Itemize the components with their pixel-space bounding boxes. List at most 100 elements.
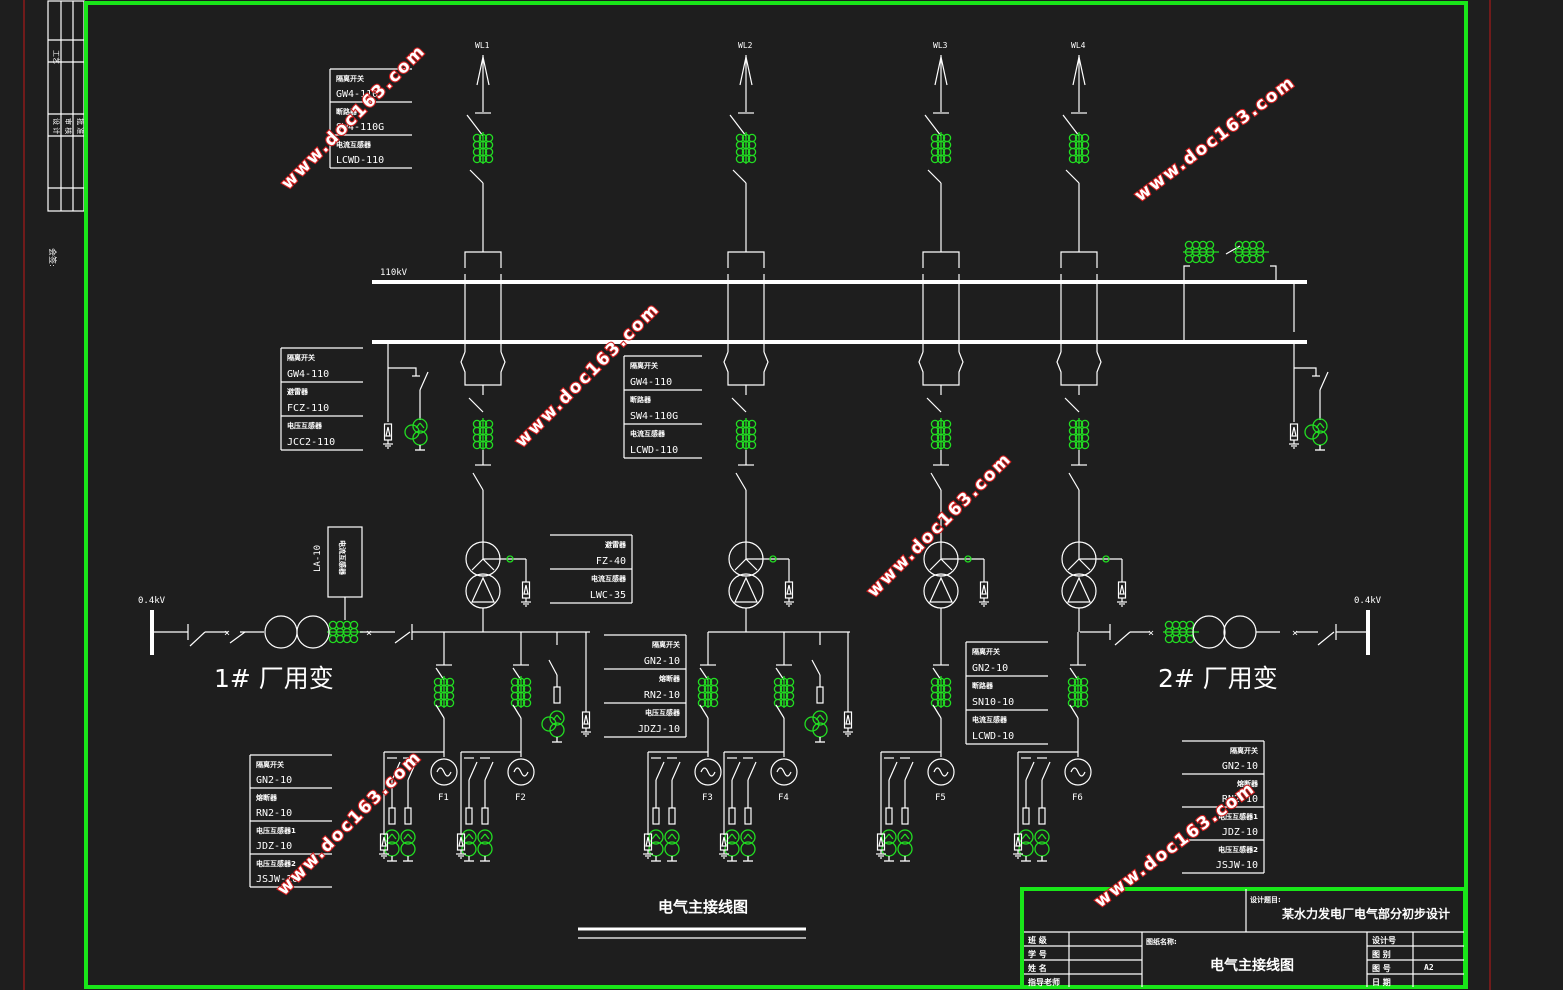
generator-icon (694, 758, 722, 786)
equipment-table-gen-pt-right: 隔离开关GN2-10熔断器RN2-10电压互感器1JDZ-10电压互感器2JSJ… (1182, 740, 1265, 874)
generator-unit-6: F6 (1013, 632, 1092, 862)
bus-coupler (1183, 240, 1277, 282)
bus-110kv-label: 110kV (380, 268, 408, 278)
current-transformer-icon (735, 418, 757, 450)
fuse-icon (465, 807, 473, 825)
equipment-model: GN2-10 (972, 663, 1008, 674)
equipment-label: 隔离开关 (336, 74, 364, 83)
generator-icon (770, 758, 798, 786)
equipment-model: SW4-110G (630, 411, 678, 422)
equipment-label: 电流互感器 (972, 715, 1008, 724)
fuse-icon (728, 807, 736, 825)
aux2-voltage-label: 0.4kV (1354, 596, 1382, 606)
surge-arrester-icon (643, 833, 653, 859)
generator-label: F6 (1072, 793, 1083, 803)
svg-text:×: × (1292, 628, 1298, 639)
equipment-model: GN2-10 (1222, 761, 1258, 772)
aux2-name-label: 2# 厂用变 (1158, 664, 1278, 693)
equipment-label: 隔离开关 (256, 760, 284, 769)
generator-unit-3: F3 (643, 632, 722, 862)
svg-text:×: × (366, 628, 372, 639)
generator-icon (1064, 758, 1092, 786)
drawing-no-value: A2 (1424, 963, 1434, 972)
voltage-transformer-icon (881, 829, 897, 862)
equipment-label: 电流互感器 (591, 574, 627, 583)
side-label-design: 设 计 (52, 118, 61, 134)
voltage-transformer-icon (1018, 829, 1034, 862)
voltage-transformer-icon (648, 829, 664, 862)
aux1-voltage-label: 0.4kV (138, 596, 166, 606)
main-transformer-icon (465, 541, 501, 609)
watermark: www.doc163.com (277, 41, 430, 194)
fuse-icon (901, 807, 909, 825)
generator-label: F2 (515, 793, 526, 803)
generator-label: F4 (778, 793, 789, 803)
row-name: 姓 名 (1027, 963, 1047, 973)
fuse-icon (481, 807, 489, 825)
feeder-3: WL3 (918, 41, 989, 632)
current-transformer-icon (1068, 418, 1090, 450)
equipment-model: LWC-35 (590, 590, 626, 601)
voltage-transformer-icon (1312, 418, 1328, 451)
equipment-label: 电压互感器 (287, 421, 323, 430)
equipment-model: GW4-110 (287, 369, 329, 380)
equipment-model: GW4-110 (630, 377, 672, 388)
surge-arrester-icon (383, 423, 393, 449)
generator-unit-2: F2 (456, 632, 535, 862)
surge-arrester-icon (1289, 423, 1299, 449)
fuse-icon (404, 807, 412, 825)
equipment-label: 断路器 (336, 107, 358, 116)
equipment-label: 断路器 (630, 395, 652, 404)
surge-arrester-icon (379, 833, 389, 859)
row-category: 图 别 (1372, 950, 1391, 959)
surge-arrester-icon (1013, 833, 1023, 859)
voltage-transformer-icon (384, 829, 400, 862)
equipment-model: SW4-110G (336, 122, 384, 133)
generator-icon (507, 758, 535, 786)
equipment-model: FCZ-110 (287, 403, 329, 414)
surge-arrester-icon (843, 711, 853, 737)
watermarks: www.doc163.com www.doc163.com www.doc163… (272, 40, 1300, 913)
line-label: WL3 (933, 41, 948, 50)
equipment-label: 避雷器 (286, 387, 309, 396)
watermark: www.doc163.com (273, 747, 426, 900)
bus-segment-pt (804, 632, 853, 743)
equipment-label: 隔离开关 (972, 647, 1000, 656)
surge-arrester-icon (581, 711, 591, 737)
surge-arrester-icon (784, 581, 794, 607)
countersign-label: 会签: (48, 248, 58, 267)
current-transformer-icon (1183, 240, 1219, 264)
generator-label: F3 (702, 793, 713, 803)
current-transformer-icon (433, 676, 455, 708)
surge-arrester-icon (979, 581, 989, 607)
equipment-model: GN2-10 (644, 656, 680, 667)
fuse-icon (1038, 807, 1046, 825)
equipment-model: RN2-10 (1222, 794, 1258, 805)
equipment-label: 电压互感器 (645, 708, 681, 717)
aux-transformer-2: × × 0.4kV 2# 厂用变 (1080, 596, 1382, 693)
drawing-frame (84, 1, 1468, 989)
equipment-label: 熔断器 (1237, 779, 1259, 788)
current-transformer-icon (773, 676, 795, 708)
feeder-2: WL2 (723, 41, 794, 632)
current-transformer-icon (735, 132, 757, 164)
project-label: 设计题目: (1250, 895, 1281, 904)
equipment-table-gen-pt-left: 隔离开关GN2-10熔断器RN2-10电压互感器1JDZ-10电压互感器2JSJ… (249, 754, 332, 888)
row-design-no: 设计号 (1372, 935, 1396, 945)
surge-arrester-icon (1117, 581, 1127, 607)
equipment-model: LCWD-110 (630, 445, 678, 456)
fuse-icon (652, 807, 660, 825)
generator-unit-4: F4 (719, 632, 798, 862)
project-title: 某水力发电厂电气部分初步设计 (1282, 906, 1450, 921)
equipment-model: JDZJ-10 (638, 724, 680, 735)
fuse-icon (668, 807, 676, 825)
side-label-review: 审 核 (64, 118, 73, 134)
bus-pt-2 (1289, 342, 1329, 451)
row-advisor: 指导老师 (1028, 977, 1060, 987)
generator-unit-1: F1 (379, 632, 458, 862)
